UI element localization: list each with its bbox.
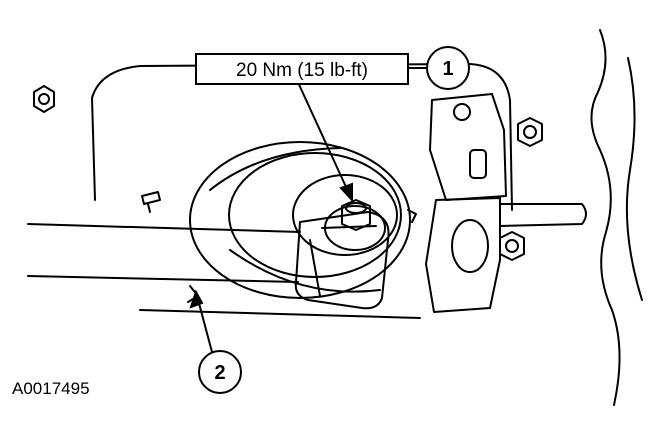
link-upper-bracket [429, 93, 507, 201]
callout-1-number: 1 [442, 58, 453, 80]
torque-label-box [195, 53, 409, 85]
right-structure-inner [625, 57, 643, 301]
bolt-head [341, 199, 371, 231]
illustration [27, 29, 643, 406]
link-stud [469, 149, 487, 179]
figure-code: A0017495 [12, 379, 90, 398]
callout-2-circle [198, 350, 242, 394]
stud [141, 191, 161, 213]
callout-1-circle [426, 46, 470, 90]
stabilizer-bar-upper [27, 223, 301, 233]
link-bracket-hole [453, 103, 471, 121]
callout-2-number: 2 [214, 362, 225, 384]
torque-label: 20 Nm (15 lb-ft) [236, 60, 368, 81]
right-structure [590, 29, 621, 406]
middle-bushing-ring [228, 152, 402, 278]
plate-lower-edge [139, 309, 421, 319]
stabilizer-bar-lower [27, 275, 299, 283]
leader-torque [295, 77, 353, 201]
inner-bushing-ring [292, 174, 398, 256]
link-shaft [499, 203, 587, 227]
leader-lines [189, 67, 426, 353]
outer-bushing-ring [189, 141, 411, 299]
hex-bolt [499, 231, 525, 261]
link-body [425, 197, 501, 313]
mounting-plate [91, 63, 513, 211]
hex-bolt [517, 117, 543, 147]
clamp-bracket [294, 211, 390, 310]
hex-bolt [33, 85, 55, 113]
